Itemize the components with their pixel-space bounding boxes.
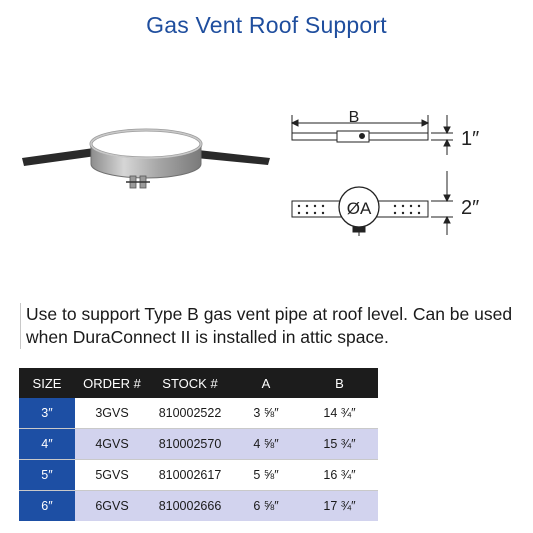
dim-label-bottom: 2″ <box>461 197 480 219</box>
dim-label-top: 1″ <box>461 128 480 150</box>
product-photo <box>22 128 270 189</box>
ring-band <box>90 143 202 179</box>
cell-a: 3 ⅝″ <box>231 398 301 429</box>
cell-order: 5GVS <box>75 459 149 491</box>
header-a: A <box>231 368 301 398</box>
cell-order: 4GVS <box>75 428 149 460</box>
cell-size: 3″ <box>19 398 75 429</box>
cell-size: 5″ <box>19 459 75 491</box>
label-a: ØA <box>347 199 372 218</box>
cell-size: 4″ <box>19 428 75 460</box>
cell-stock: 810002522 <box>149 398 231 429</box>
header-stock: STOCK # <box>149 368 231 398</box>
right-strap <box>196 150 270 165</box>
cell-b: 15 ¾″ <box>301 428 378 460</box>
cell-b: 16 ¾″ <box>301 459 378 491</box>
table-header-row: SIZE ORDER # STOCK # A B <box>19 368 378 398</box>
cell-stock: 810002617 <box>149 459 231 491</box>
header-order: ORDER # <box>75 368 149 398</box>
page-title: Gas Vent Roof Support <box>146 12 387 38</box>
cell-order: 6GVS <box>75 490 149 521</box>
cell-b: 17 ¾″ <box>301 490 378 521</box>
cell-b: 14 ¾″ <box>301 398 378 429</box>
table-row: 5″ 5GVS 810002617 5 ⅝″ 16 ¾″ <box>19 459 378 491</box>
dimension-diagram: B ØA <box>290 109 453 236</box>
left-strap <box>22 148 96 166</box>
cell-a: 6 ⅝″ <box>231 490 301 521</box>
cell-size: 6″ <box>19 490 75 521</box>
header-b: B <box>301 368 378 398</box>
cell-a: 4 ⅝″ <box>231 428 301 460</box>
label-b: B <box>349 109 360 126</box>
description-text: Use to support Type B gas vent pipe at r… <box>20 303 526 349</box>
cell-a: 5 ⅝″ <box>231 459 301 491</box>
table-row: 3″ 3GVS 810002522 3 ⅝″ 14 ¾″ <box>19 398 378 429</box>
cell-stock: 810002570 <box>149 428 231 460</box>
header-size: SIZE <box>19 368 75 398</box>
cell-order: 3GVS <box>75 398 149 429</box>
table-row: 6″ 6GVS 810002666 6 ⅝″ 17 ¾″ <box>19 490 378 521</box>
table-row: 4″ 4GVS 810002570 4 ⅝″ 15 ¾″ <box>19 428 378 460</box>
specs-table: SIZE ORDER # STOCK # A B 3″ 3GVS 8100025… <box>19 368 378 521</box>
cell-stock: 810002666 <box>149 490 231 521</box>
